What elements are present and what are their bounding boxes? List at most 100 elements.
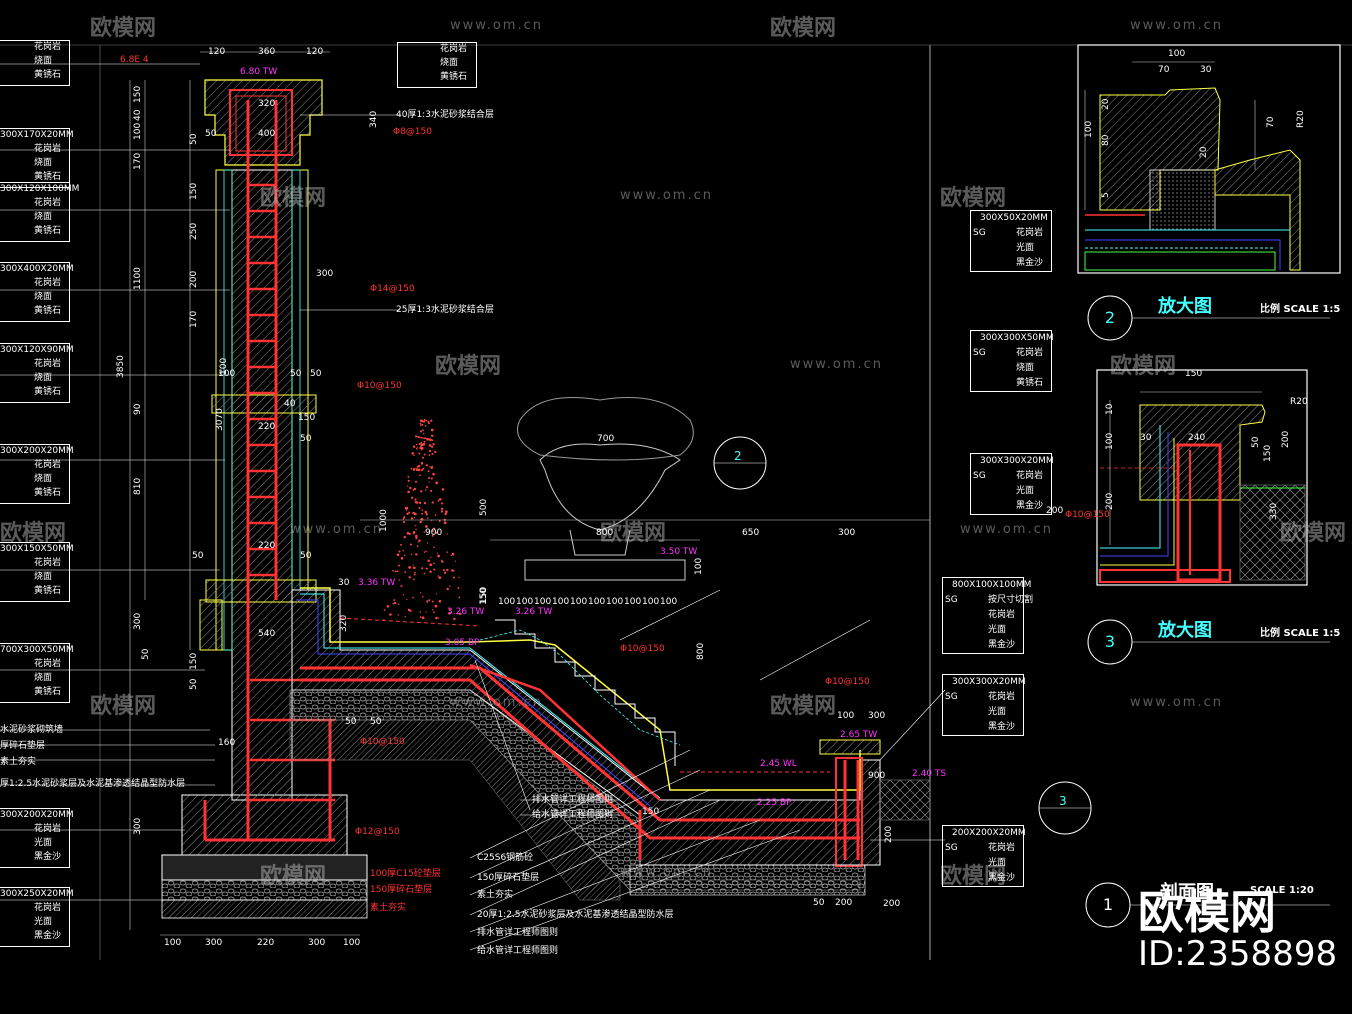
legend-code: SG (945, 843, 958, 853)
legend-row: 光面 (1016, 243, 1035, 253)
legend-row: 黑金沙 (988, 640, 1016, 650)
fountain-droplet (427, 420, 430, 423)
dimension-label: 100 (660, 597, 678, 607)
legend-table (0, 444, 70, 504)
fountain-droplet (408, 566, 411, 569)
dimension-label: 200 (1105, 492, 1115, 510)
fountain-droplet (421, 512, 424, 515)
fountain-droplet (402, 594, 405, 596)
annotation: 25厚1:3水泥砂浆结合层 (396, 305, 494, 315)
detail-scale: 比例 SCALE 1:5 (1260, 628, 1341, 639)
rebar-label: Φ10@150 (620, 644, 665, 654)
fountain-droplet (431, 452, 434, 456)
fountain-droplet (406, 512, 409, 516)
fountain-droplet (415, 553, 418, 556)
legend-row: 花岗岩 (1016, 228, 1044, 238)
legend-table (397, 42, 477, 88)
legend-size: 200X200X20MM (952, 828, 1026, 838)
rebar-label: Φ10@150 (825, 677, 870, 687)
dimension-label: 800 (596, 528, 614, 538)
fountain-droplet (419, 424, 422, 427)
callout-number: 2 (734, 449, 742, 463)
callout-circles (713, 295, 1330, 928)
dimension-label: 50 (1251, 436, 1261, 448)
fountain-droplet (434, 531, 438, 534)
watermark-url: www.om.cn (1130, 18, 1223, 33)
legend-row: 黑金沙 (34, 931, 62, 941)
dimension-label: 50 (370, 717, 382, 727)
fountain-droplet (397, 614, 399, 616)
legend-table (942, 674, 1024, 736)
dimension-label: 100 (588, 597, 606, 607)
dimension-label: 100 (1168, 49, 1186, 59)
dimension-label: 320 (258, 99, 276, 109)
legend-size: 300X300X50MM (980, 333, 1054, 343)
detail-number: 2 (1104, 308, 1116, 327)
fountain-droplet (389, 613, 392, 616)
fountain-droplet (448, 611, 451, 615)
dimension-label: 340 (369, 110, 379, 128)
fountain-droplet (392, 570, 394, 572)
annotation: 20厚1:2.5水泥砂浆层及水泥基渗透结晶型防水层 (477, 910, 674, 920)
fountain-droplet (404, 616, 406, 618)
legend-table (0, 343, 70, 403)
fountain-droplet (446, 568, 449, 572)
level-mark: 3.26 TW (447, 607, 485, 617)
legend-row: 花岗岩 (34, 903, 62, 913)
fountain-droplet (457, 587, 460, 590)
fountain-droplet (458, 576, 460, 579)
fountain-droplet (426, 437, 430, 441)
fountain-droplet (423, 440, 426, 443)
legend-row: 黄锈石 (34, 306, 62, 316)
legend-row: 光面 (1016, 486, 1035, 496)
watermark-url: www.om.cn (450, 695, 543, 710)
fountain-droplet (458, 596, 461, 599)
dimension-label: 200 (1046, 506, 1064, 516)
fountain-droplet (419, 422, 422, 425)
fountain-droplet (415, 468, 419, 471)
dimension-label: 150 (1185, 369, 1203, 379)
level-mark: 3.05 BP (445, 638, 480, 648)
fountain-droplet (430, 489, 433, 492)
dimension-label: 100 (133, 122, 143, 140)
fountain-droplet (428, 481, 430, 483)
legend-row: 黄锈石 (34, 70, 62, 80)
dimension-label: 800 (696, 642, 706, 660)
dimension-label: 250 (189, 222, 199, 240)
watermark-brand: 欧模网 (90, 16, 157, 41)
fountain-droplet (430, 466, 433, 470)
watermark-url: www.om.cn (620, 865, 713, 880)
fountain-droplet (410, 496, 414, 499)
dimension-label: 50 (189, 678, 199, 690)
dimension-label: R20 (1296, 110, 1306, 128)
level-mark: 3.36 TW (358, 578, 396, 588)
planter-urn-outline (517, 397, 694, 581)
fountain-droplet (386, 605, 390, 608)
watermark-url: www.om.cn (450, 18, 543, 33)
legend-row: 花岗岩 (34, 198, 62, 208)
legend-row: 花岗岩 (1016, 348, 1044, 358)
legend-row: 花岗岩 (34, 460, 62, 470)
fountain-droplet (435, 593, 438, 595)
legend-row: 黄锈石 (34, 226, 62, 236)
legend-row: 黑金沙 (1016, 258, 1044, 268)
fountain-droplet (411, 452, 414, 455)
fountain-droplet (454, 560, 457, 562)
fountain-droplet (392, 603, 394, 605)
fountain-droplet (413, 573, 416, 576)
annotation: 40厚1:3水泥砂浆结合层 (396, 110, 494, 120)
fountain-droplet (425, 420, 428, 422)
fountain-droplet (433, 568, 436, 571)
dimension-label: 240 (1188, 433, 1206, 443)
legend-size: 700X300X50MM (0, 645, 74, 655)
dimension-label: 100 (606, 597, 624, 607)
fountain-droplet (430, 477, 433, 480)
watermark-brand: 欧模网 (1110, 354, 1177, 379)
fountain-droplet (425, 464, 428, 467)
watermark-brand: 欧模网 (770, 694, 837, 719)
dimension-label: 360 (258, 47, 276, 57)
fountain-droplet (412, 596, 414, 599)
fountain-droplet (403, 521, 406, 524)
rebar-label: Φ12@150 (355, 827, 400, 837)
note: 水泥砂浆砌筑墙 (0, 725, 64, 735)
